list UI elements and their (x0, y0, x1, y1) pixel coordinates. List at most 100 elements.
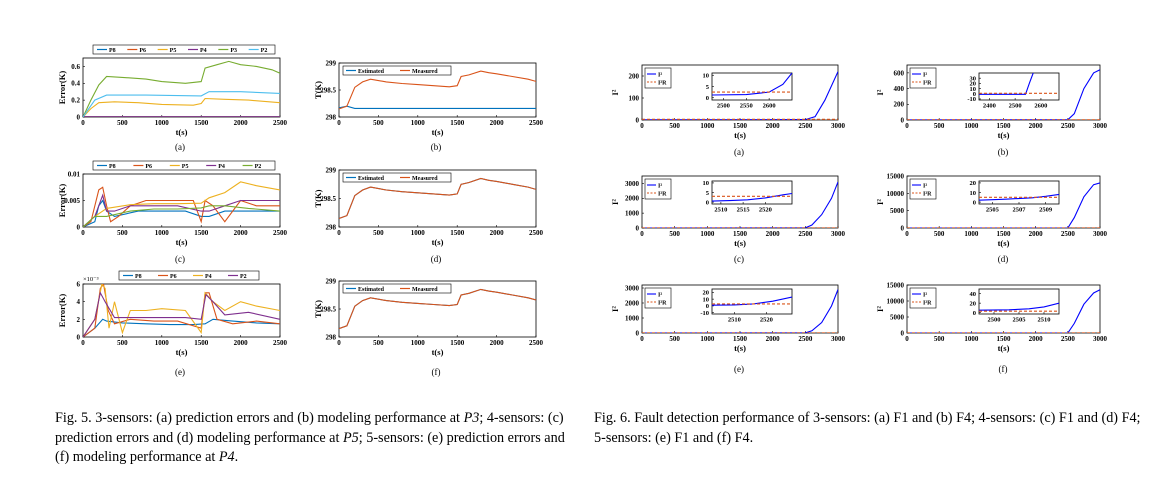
y-tick-label: 299 (326, 166, 337, 174)
x-tick-label: 500 (117, 229, 128, 237)
legend-entry: P2 (240, 274, 247, 280)
series-line (907, 289, 1100, 333)
x-tick-label: 2500 (1061, 122, 1076, 130)
subfigure-label: (d) (998, 254, 1009, 264)
y-axis-label: I² (875, 199, 885, 205)
x-tick-label: 2500 (1009, 103, 1022, 110)
y-tick-label: 20 (970, 81, 977, 88)
y-tick-label: 298 (326, 223, 337, 231)
legend-entry: Measured (412, 176, 438, 182)
y-axis-label: I² (610, 199, 620, 205)
y-tick-label: 40 (970, 291, 977, 298)
series-line (83, 193, 280, 227)
x-tick-label: 1000 (155, 339, 170, 347)
x-tick-label: 2520 (759, 207, 772, 214)
series-line (83, 284, 280, 337)
series-line (83, 205, 280, 227)
y-axis-label: I² (610, 89, 620, 95)
fig5-caption-part: ; 5-sensors: (e) prediction errors and (… (55, 429, 565, 466)
x-tick-label: 2507 (1013, 207, 1027, 214)
x-axis-label: t(s) (176, 237, 188, 247)
legend-entry: P4 (205, 274, 212, 280)
series-line (83, 291, 280, 337)
legend-entry: P3 (230, 48, 237, 54)
x-tick-label: 0 (337, 119, 341, 127)
legend-entry: I² (658, 293, 662, 299)
x-tick-label: 3000 (1093, 335, 1108, 343)
y-tick-label: 20 (970, 180, 977, 187)
x-tick-label: 500 (373, 339, 384, 347)
legend-entry: Estimated (358, 287, 385, 293)
x-axis-label: t(s) (176, 347, 188, 357)
x-tick-label: 2520 (760, 317, 773, 324)
x-tick-label: 2500 (798, 122, 813, 130)
subfigure-label: (f) (432, 367, 441, 377)
legend-entry: I²R (658, 192, 667, 198)
x-tick-label: 3000 (1093, 122, 1108, 130)
y-tick-label: 0.2 (71, 97, 80, 105)
y-tick-label: 298.5 (320, 305, 336, 313)
y-tick-label: 298 (326, 113, 337, 121)
y-tick-label: 0.4 (71, 80, 80, 88)
y-tick-label: 2000 (625, 299, 640, 307)
legend-box (909, 178, 937, 200)
subfigure-label: (a) (175, 142, 185, 152)
legend-entry: Measured (412, 287, 438, 293)
y-tick-label: 1000 (625, 210, 640, 218)
fig5-caption-part: P3 (463, 410, 480, 426)
series-line (83, 181, 280, 227)
x-tick-label: 500 (669, 122, 680, 130)
legend-entry: P5 (182, 164, 189, 170)
x-tick-label: 2500 (273, 119, 288, 127)
y-axis-label: Error(K) (57, 184, 67, 218)
series-line (979, 193, 1059, 201)
x-tick-label: 3000 (831, 335, 846, 343)
y-tick-label: 0 (636, 116, 640, 124)
x-tick-label: 2505 (986, 207, 1000, 214)
y-tick-label: 10 (970, 190, 977, 197)
x-tick-label: 500 (669, 335, 680, 343)
x-tick-label: 2000 (1029, 335, 1044, 343)
fig5-caption-part: . (234, 449, 239, 465)
y-tick-label: 200 (894, 101, 905, 109)
x-tick-label: 3000 (831, 230, 846, 238)
x-tick-label: 500 (934, 335, 945, 343)
y-tick-label: 0.005 (64, 197, 80, 205)
x-tick-label: 0 (640, 230, 644, 238)
x-tick-label: 2500 (529, 229, 544, 237)
legend-box (92, 160, 276, 171)
x-axis-label: t(s) (998, 238, 1010, 248)
x-tick-label: 3000 (1093, 230, 1108, 238)
x-tick-label: 1500 (194, 119, 209, 127)
legend-entry: I² (658, 184, 662, 190)
y-tick-label: 0 (706, 199, 709, 206)
y-tick-label: 10000 (887, 190, 905, 198)
x-tick-label: 0 (905, 335, 909, 343)
x-tick-label: 1500 (450, 119, 465, 127)
series-line (83, 186, 280, 227)
x-tick-label: 0 (905, 122, 909, 130)
y-tick-label: 1000 (625, 314, 640, 322)
y-tick-label: 5 (706, 84, 710, 91)
plot-frame (82, 57, 281, 118)
x-tick-label: 2600 (1034, 103, 1047, 110)
x-axis-label: t(s) (734, 130, 746, 140)
x-tick-label: 1000 (411, 119, 426, 127)
y-axis-label: T(K) (313, 300, 323, 318)
x-tick-label: 0 (81, 119, 85, 127)
x-tick-label: 500 (117, 119, 128, 127)
x-tick-label: 1500 (997, 122, 1012, 130)
legend-entry: Estimated (358, 69, 385, 75)
y-tick-label: 299 (326, 277, 337, 285)
y-tick-label: 6 (77, 280, 81, 288)
legend-entry: I²R (923, 81, 932, 87)
series-line (339, 70, 536, 110)
x-tick-label: 2550 (740, 103, 753, 110)
y-tick-label: 0 (901, 329, 905, 337)
